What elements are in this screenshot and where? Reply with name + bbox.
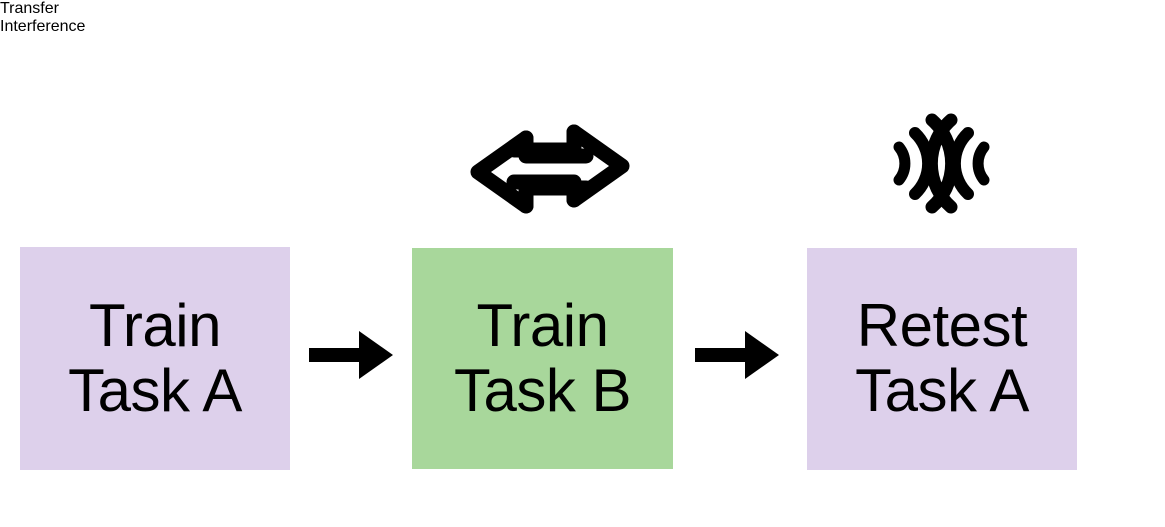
stage-line-2: Task A	[68, 356, 242, 424]
annotation-label-transfer: Transfer	[0, 0, 59, 17]
stage-line-2: Task A	[855, 357, 1029, 424]
stage-line-2: Task B	[453, 356, 632, 424]
stage-line-1: Train	[89, 291, 221, 359]
stage-box-train-task-b[interactable]: Train Task B	[412, 248, 673, 469]
stage-box-train-task-a[interactable]: Train Task A	[20, 247, 290, 470]
right-arrow-icon-a-to-b	[307, 329, 395, 381]
stage-box-retest-task-a[interactable]: Retest Task A	[807, 248, 1077, 470]
bidirectional-arrow-icon	[470, 124, 630, 214]
stage-line-1: Train	[476, 291, 609, 359]
stage-line-1: Retest	[856, 292, 1028, 360]
right-arrow-icon-b-to-retest	[693, 329, 781, 381]
interference-waves-icon	[891, 112, 992, 215]
annotation-label-interference: Interference	[0, 18, 86, 35]
